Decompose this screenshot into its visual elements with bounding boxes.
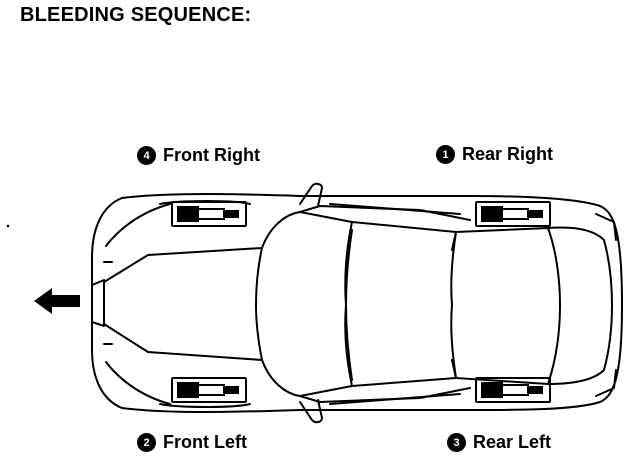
label-rear-right-text: Rear Right (462, 144, 554, 164)
bleeder-valve-front-right (171, 201, 247, 227)
rear-window (455, 227, 561, 385)
trunk-lid (547, 226, 613, 385)
mirror-right (299, 182, 323, 207)
step-badge-rear-right: 1 (436, 145, 455, 164)
roof (351, 221, 457, 387)
hood-crease-upper (103, 247, 263, 283)
label-front-right: 4 Front Right (137, 145, 260, 166)
label-rear-left-text: Rear Left (473, 432, 552, 452)
windshield (255, 211, 353, 397)
hood-crease-lower (103, 323, 263, 361)
label-rear-right: 1 Rear Right (436, 144, 553, 165)
front-bumper (91, 279, 105, 327)
mirror-left (299, 399, 323, 424)
car-body-outline (91, 193, 623, 413)
rear-light-bottom (595, 369, 617, 397)
label-front-left-text: Front Left (163, 432, 247, 452)
wheel-arch-front-left (159, 403, 251, 408)
rocker-top (329, 203, 461, 215)
arrow-left-icon (34, 288, 80, 314)
label-rear-left: 3 Rear Left (447, 432, 551, 453)
stray-dot (6, 224, 10, 228)
bleeder-valve-rear-left (475, 377, 551, 403)
hood-side-lower (105, 361, 171, 405)
bleeder-valve-front-left (171, 377, 247, 403)
diagram-title: BLEEDING SEQUENCE: (20, 4, 252, 26)
roof-inner (345, 229, 353, 381)
label-front-right-text: Front Right (163, 145, 260, 165)
rocker-bottom (329, 393, 461, 405)
step-badge-front-right: 4 (137, 146, 156, 165)
rear-light-top (595, 213, 617, 241)
step-badge-front-left: 2 (137, 433, 156, 452)
label-front-left: 2 Front Left (137, 432, 247, 453)
step-badge-rear-left: 3 (447, 433, 466, 452)
bleeder-valve-rear-right (475, 201, 551, 227)
hood-side-upper (105, 203, 171, 247)
rear-window-edge (451, 231, 457, 379)
